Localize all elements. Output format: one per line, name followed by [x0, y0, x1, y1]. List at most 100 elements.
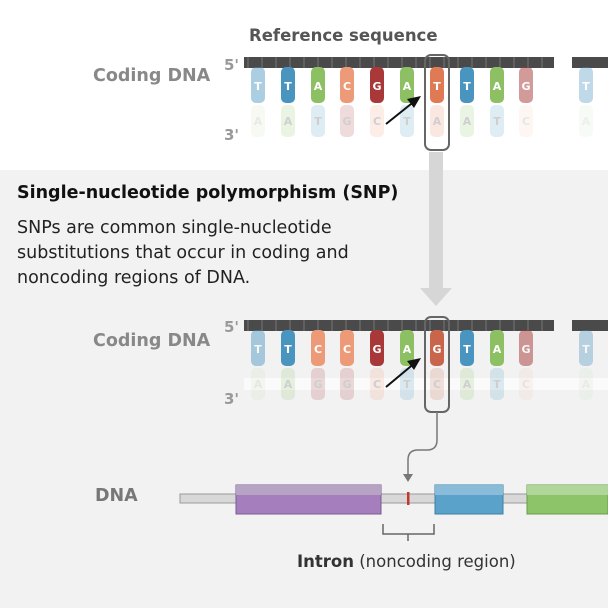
complement-base	[430, 105, 444, 137]
coding-base-letter: G	[372, 80, 381, 93]
coding-base-letter: A	[403, 343, 412, 356]
three-prime-label: 3'	[224, 390, 240, 408]
connector-arrowhead-icon	[403, 474, 413, 482]
coding-base	[579, 67, 593, 103]
coding-base-letter: T	[582, 80, 590, 93]
coding-base	[490, 330, 504, 366]
coding-base-letter: G	[521, 343, 530, 356]
coding-base-letter: A	[314, 80, 323, 93]
coding-base	[490, 67, 504, 103]
complement-base-letter: A	[254, 378, 263, 391]
snp-connector-line	[407, 412, 438, 474]
complement-base-letter: C	[522, 378, 530, 391]
complement-base	[340, 105, 354, 137]
intron-note: (noncoding region)	[359, 552, 516, 571]
reference-base-pair: GC	[370, 67, 384, 137]
complement-base-letter: T	[403, 378, 411, 391]
pointer-arrow-icon	[385, 358, 421, 388]
complement-base-letter: A	[463, 115, 472, 128]
complement-base-letter: C	[522, 115, 530, 128]
complement-base-letter: G	[342, 378, 351, 391]
snp-marker	[407, 492, 410, 505]
reference-base-pair: AT	[490, 67, 504, 137]
dna-backbone	[572, 320, 608, 331]
complement-base-letter: A	[582, 378, 591, 391]
coding-base-letter: A	[403, 80, 412, 93]
reference-base-pair: TA	[281, 67, 295, 137]
complement-base	[490, 368, 504, 400]
coding-base-letter: T	[433, 80, 441, 93]
complement-base	[400, 368, 414, 400]
reference-panel	[0, 0, 608, 170]
coding-base-letter: T	[284, 80, 292, 93]
snp-base-pair: GC	[370, 330, 384, 400]
complement-base-letter: A	[433, 115, 442, 128]
complement-base	[311, 368, 325, 400]
coding-base	[340, 67, 354, 103]
snp-base-pair: CG	[311, 330, 325, 400]
coding-base-letter: A	[493, 343, 502, 356]
coding-base	[430, 330, 444, 366]
coding-base	[519, 330, 533, 366]
three-prime-label: 3'	[224, 126, 240, 144]
complement-base-letter: A	[284, 115, 293, 128]
coding-base	[281, 67, 295, 103]
coding-base	[460, 67, 474, 103]
five-prime-label: 5'	[224, 56, 240, 74]
coding-base-letter: T	[463, 343, 471, 356]
coding-base	[400, 330, 414, 366]
complement-base	[311, 105, 325, 137]
reference-base-pair: AT	[311, 67, 325, 137]
complement-base-letter: T	[403, 115, 411, 128]
coding-base-letter: T	[254, 343, 262, 356]
complement-base	[430, 368, 444, 400]
complement-base	[460, 368, 474, 400]
coding-dna-label: Coding DNA	[93, 331, 211, 351]
coding-base	[400, 67, 414, 103]
complement-base-letter: T	[493, 378, 501, 391]
coding-base	[519, 67, 533, 103]
coding-base	[281, 330, 295, 366]
snp-title: Single-nucleotide polymorphism (SNP)	[17, 183, 399, 203]
complement-base	[281, 368, 295, 400]
reference-base-highlight	[424, 54, 450, 151]
coding-base	[370, 330, 384, 366]
coding-base-letter: G	[372, 343, 381, 356]
complement-base	[251, 368, 265, 400]
reference-base-pair: AT	[400, 67, 414, 137]
complement-base	[519, 368, 533, 400]
coding-base-letter: C	[343, 80, 351, 93]
coding-base	[579, 330, 593, 366]
coding-base-letter: G	[521, 80, 530, 93]
complement-base-letter: T	[493, 115, 501, 128]
complement-base-letter: G	[313, 378, 322, 391]
complement-base	[460, 105, 474, 137]
coding-dna-label: Coding DNA	[93, 66, 211, 86]
dna-backbone	[572, 57, 608, 68]
coding-base-letter: C	[314, 343, 322, 356]
complement-base-letter: C	[373, 378, 381, 391]
coding-base	[430, 67, 444, 103]
reference-base-pair: TA	[460, 67, 474, 137]
coding-base	[251, 67, 265, 103]
snp-base-pair: TA	[579, 330, 593, 400]
coding-base-letter: T	[582, 343, 590, 356]
dna-label: DNA	[95, 486, 138, 506]
complement-base	[281, 105, 295, 137]
reference-base-pair: TA	[251, 67, 265, 137]
complement-base-letter: A	[284, 378, 293, 391]
snp-base-pair: GC	[519, 330, 533, 400]
coding-base	[340, 330, 354, 366]
coding-base	[370, 67, 384, 103]
complement-base	[370, 368, 384, 400]
coding-base-letter: T	[254, 80, 262, 93]
snp-base-pair: CG	[340, 330, 354, 400]
complement-base	[251, 105, 265, 137]
coding-base-letter: T	[284, 343, 292, 356]
complement-base-letter: C	[373, 115, 381, 128]
snp-base-pair: TA	[281, 330, 295, 400]
complement-base-letter: A	[254, 115, 263, 128]
five-prime-label: 5'	[224, 318, 240, 336]
